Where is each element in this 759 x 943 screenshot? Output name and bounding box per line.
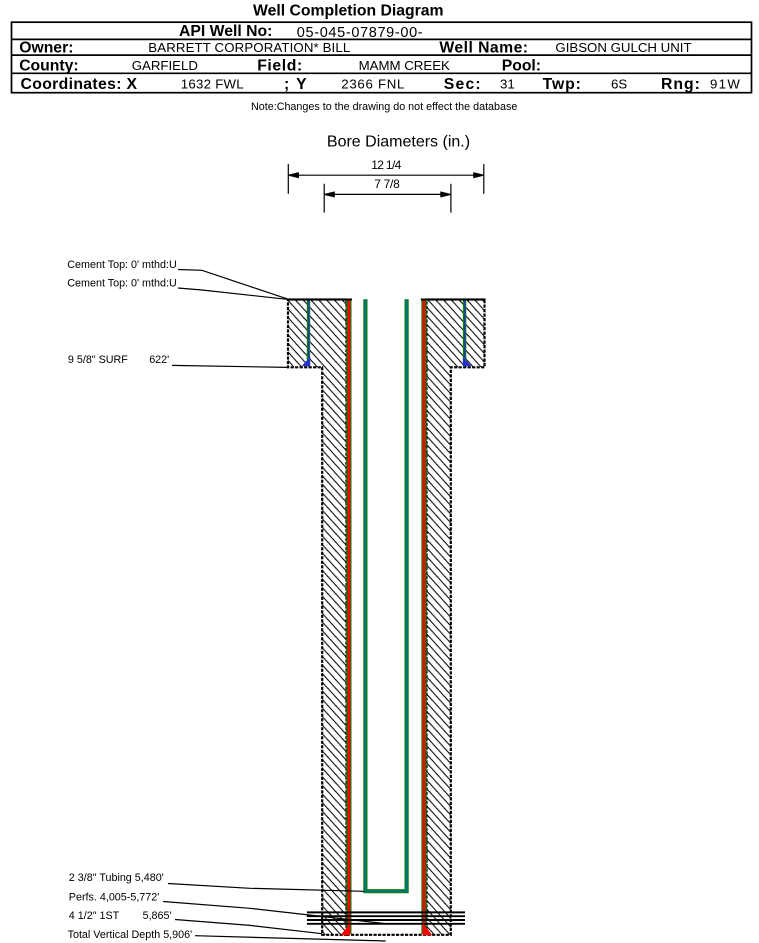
svg-text:1632 FWL: 1632 FWL <box>181 77 244 92</box>
svg-text:Sec:: Sec: <box>444 76 482 93</box>
svg-text:31: 31 <box>500 77 515 92</box>
svg-text:Perfs. 4,005-5,772': Perfs. 4,005-5,772' <box>69 891 160 903</box>
svg-text:API Well No:: API Well No: <box>179 23 272 40</box>
svg-text:BARRETT CORPORATION* BILL: BARRETT CORPORATION* BILL <box>148 40 350 55</box>
svg-text:2 3/8" Tubing 5,480': 2 3/8" Tubing 5,480' <box>69 872 164 884</box>
svg-text:6S: 6S <box>611 77 627 92</box>
svg-text:Pool:: Pool: <box>502 57 541 74</box>
svg-text:2366 FNL: 2366 FNL <box>341 77 405 92</box>
svg-text:MAMM CREEK: MAMM CREEK <box>359 58 450 73</box>
svg-text:Twp:: Twp: <box>543 76 582 93</box>
svg-text:91W: 91W <box>710 77 741 92</box>
svg-text:Well Completion Diagram: Well Completion Diagram <box>253 2 443 19</box>
svg-text:5,865': 5,865' <box>143 910 172 922</box>
svg-text:; Y: ; Y <box>284 76 308 93</box>
svg-text:Cement Top: 0' mthd:U: Cement Top: 0' mthd:U <box>67 278 176 290</box>
svg-text:7 7/8: 7 7/8 <box>374 177 400 191</box>
svg-text:Field:: Field: <box>257 57 303 74</box>
svg-text:Cement Top: 0' mthd:U: Cement Top: 0' mthd:U <box>67 259 176 271</box>
svg-text:Rng:: Rng: <box>661 76 701 93</box>
svg-text:GIBSON GULCH UNIT: GIBSON GULCH UNIT <box>555 40 691 55</box>
svg-text:05-045-07879-00-: 05-045-07879-00- <box>297 25 424 41</box>
svg-text:9 5/8" SURF: 9 5/8" SURF <box>68 354 128 366</box>
svg-text:County:: County: <box>19 57 78 74</box>
svg-text:Total Vertical Depth 5,906': Total Vertical Depth 5,906' <box>68 929 193 941</box>
svg-text:12 1/4: 12 1/4 <box>371 158 401 172</box>
svg-text:Note:Changes to the drawing do: Note:Changes to the drawing do not effec… <box>251 101 517 113</box>
svg-text:GARFIELD: GARFIELD <box>132 58 198 73</box>
svg-text:4 1/2" 1ST: 4 1/2" 1ST <box>69 910 120 922</box>
svg-text:Owner:: Owner: <box>19 39 73 56</box>
svg-text:Bore Diameters (in.): Bore Diameters (in.) <box>327 134 470 151</box>
svg-text:Well Name:: Well Name: <box>439 39 528 56</box>
svg-text:Coordinates: X: Coordinates: X <box>21 76 138 93</box>
svg-text:622': 622' <box>149 354 169 366</box>
